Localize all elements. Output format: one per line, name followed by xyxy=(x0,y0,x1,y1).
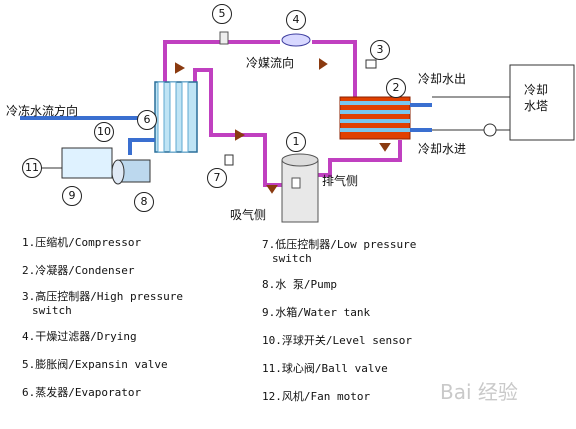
watermark: Bai 经验 xyxy=(440,376,570,422)
high-pressure-switch xyxy=(365,59,377,69)
watermark-text: Bai 经验 xyxy=(440,380,518,404)
marker-4: 4 xyxy=(286,10,306,30)
legend-left: 1.压缩机/Compressor 2.冷凝器/Condenser 3.高压控制器… xyxy=(22,236,183,400)
suction-side-label: 吸气侧 xyxy=(230,208,267,222)
cooling-water-out-label: 冷却水出 xyxy=(418,72,467,86)
cooling-tower xyxy=(509,64,575,141)
expansion-valve xyxy=(219,31,229,45)
cooling-pump xyxy=(483,123,497,137)
evaporator xyxy=(154,81,198,153)
legend-item: switch xyxy=(272,252,312,265)
water-pipes xyxy=(20,103,432,155)
chilled-water-flow-label: 冷冻水流方向 xyxy=(6,104,79,118)
marker-9: 9 xyxy=(62,186,82,206)
legend-item: 4.干燥过滤器/Drying xyxy=(22,330,137,343)
condenser xyxy=(339,96,411,140)
legend-right: 7.低压控制器/Low pressure switch 8.水 泵/Pump 9… xyxy=(262,238,416,404)
legend-item: switch xyxy=(32,304,72,317)
legend-item: 1.压缩机/Compressor xyxy=(22,236,142,249)
refrigeration-diagram xyxy=(20,31,575,223)
marker-6: 6 xyxy=(137,110,157,130)
marker-10: 10 xyxy=(94,122,114,142)
refrigerant-flow-label: 冷媒流向 xyxy=(246,56,295,70)
legend-item: 11.球心阀/Ball valve xyxy=(262,362,388,375)
low-pressure-switch xyxy=(224,154,234,166)
legend-item: 7.低压控制器/Low pressure xyxy=(262,238,417,251)
cooling-water-in-label: 冷却水进 xyxy=(418,142,467,156)
water-tank xyxy=(61,147,113,179)
water-pump xyxy=(119,159,151,183)
marker-7: 7 xyxy=(207,168,227,188)
legend-item: 2.冷凝器/Condenser xyxy=(22,264,135,277)
legend-item: 6.蒸发器/Evaporator xyxy=(22,386,142,399)
legend-item: 5.膨胀阀/Expansin valve xyxy=(22,358,168,371)
refrigerant-pipes xyxy=(163,40,402,187)
legend-item: 3.高压控制器/High pressure xyxy=(22,290,183,303)
legend-item: 8.水 泵/Pump xyxy=(262,278,337,291)
marker-3: 3 xyxy=(370,40,390,60)
cooling-tower-label: 冷却 水塔 xyxy=(524,83,549,113)
legend-item: 10.浮球开关/Level sensor xyxy=(262,334,412,347)
legend-item: 9.水箱/Water tank xyxy=(262,306,371,319)
marker-2: 2 xyxy=(386,78,406,98)
discharge-side-label: 排气侧 xyxy=(322,174,359,188)
compressor xyxy=(281,159,319,223)
marker-8: 8 xyxy=(134,192,154,212)
marker-5: 5 xyxy=(212,4,232,24)
drying-filter xyxy=(281,33,311,47)
marker-1: 1 xyxy=(286,132,306,152)
flow-arrows xyxy=(175,58,391,194)
marker-11: 11 xyxy=(22,158,42,178)
legend-item: 12.风机/Fan motor xyxy=(262,390,371,403)
